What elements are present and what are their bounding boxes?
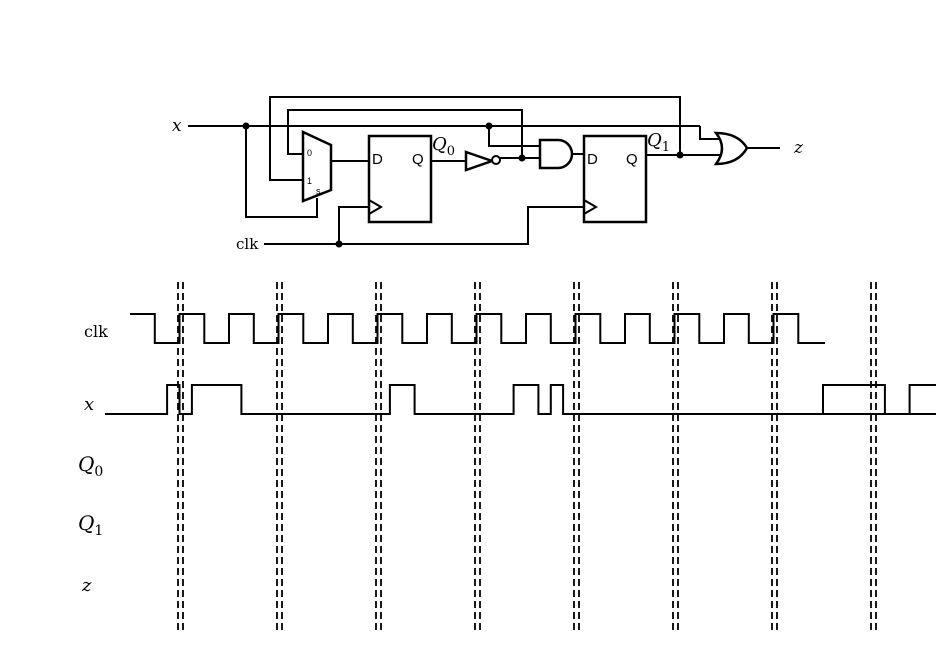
- timing-q1-label: Q1: [78, 511, 103, 539]
- input-clk-label: clk: [236, 235, 259, 253]
- x-waveform: [105, 384, 936, 415]
- clk-wire: [264, 206, 584, 245]
- x-to-mux-select-wire: [245, 126, 318, 218]
- x-to-and-wire: [488, 126, 540, 147]
- or-gate: [713, 131, 749, 166]
- x-to-or-wire: [699, 126, 720, 140]
- clk-waveform: [130, 313, 825, 344]
- mux-2to1: [301, 130, 333, 203]
- not-gate: [464, 150, 496, 172]
- timing-q0-label: Q0: [78, 452, 103, 480]
- clock-edge-markers: [177, 282, 877, 630]
- timing-z-label: z: [81, 575, 92, 596]
- q0-label: Q0: [432, 134, 455, 159]
- timing-x-label: x: [84, 394, 94, 415]
- mux-input-1-label: 1: [307, 176, 312, 186]
- ff0-q-label: Q: [412, 151, 424, 168]
- mux-input-0-label: 0: [307, 148, 312, 158]
- clk-to-ff0-wire: [338, 206, 369, 244]
- and-gate: [538, 138, 574, 170]
- circuit-schematic: x 0 1 s D Q Q0: [172, 96, 804, 253]
- q1-label: Q1: [647, 130, 670, 155]
- q1-feedback-wire: [269, 96, 681, 181]
- ff0-clock-triangle: [368, 199, 383, 215]
- ff0-d-label: D: [372, 151, 383, 168]
- timing-clk-label: clk: [84, 322, 108, 341]
- input-x-label: x: [172, 116, 182, 136]
- ff1-d-label: D: [587, 151, 598, 168]
- q0n-feedback-wire: [287, 109, 523, 158]
- mux-select-label: s: [316, 186, 321, 196]
- output-z-label: z: [793, 138, 804, 158]
- ff1-q-label: Q: [626, 151, 638, 168]
- ff1-clock-triangle: [583, 199, 598, 215]
- timing-diagram: clk x Q0 Q1 z: [78, 282, 936, 630]
- not-gate-bubble: [491, 155, 501, 165]
